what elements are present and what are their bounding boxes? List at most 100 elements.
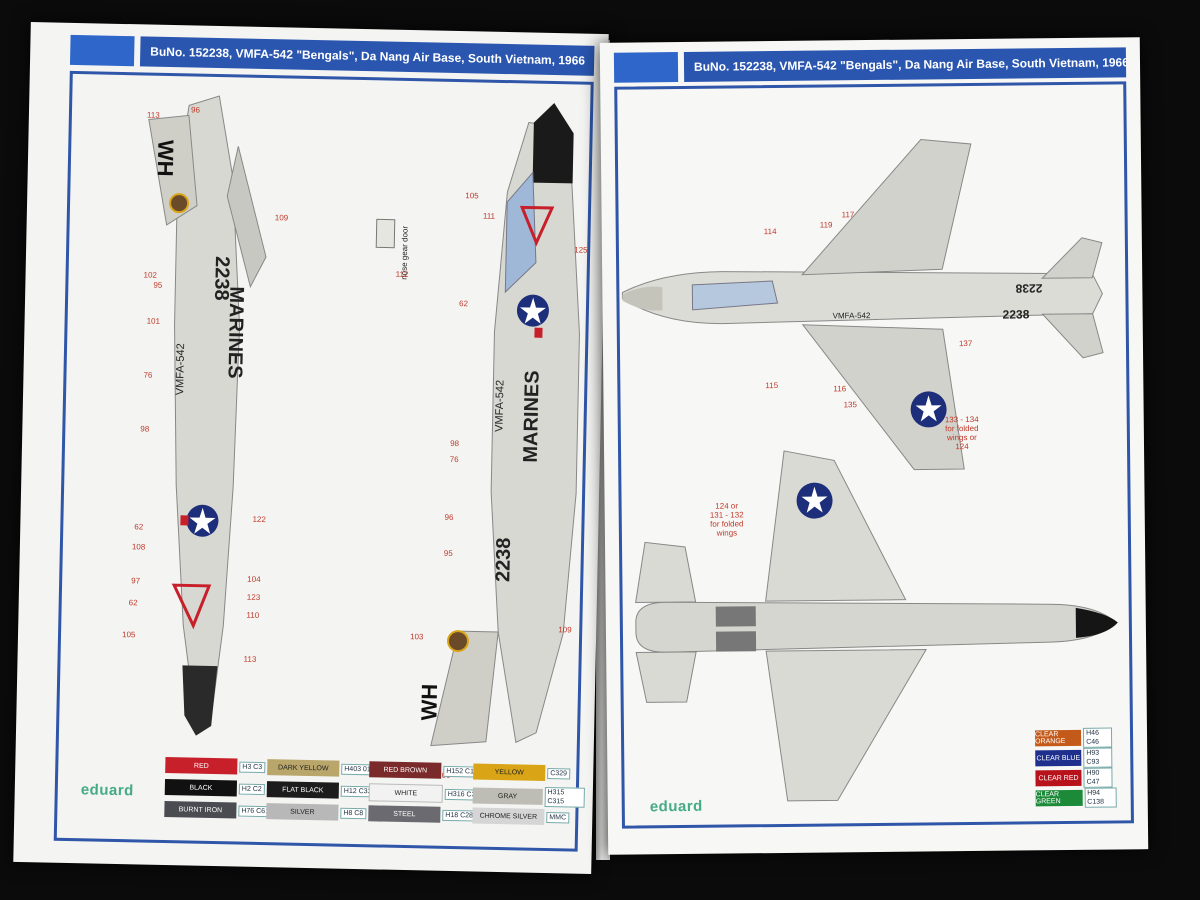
- callout: 96: [190, 105, 201, 115]
- callout: 62: [134, 522, 144, 532]
- planform-bottom-view: [635, 450, 1118, 802]
- paint-swatch-row: GRAY H315 C315: [472, 785, 585, 808]
- paint-swatch-row: BLACK H2 C2: [164, 779, 265, 797]
- callout: 98: [140, 424, 150, 434]
- swatch-clear-blue: CLEAR BLUE: [1035, 749, 1082, 767]
- paint-swatch-row: DARK YELLOW H403 011: [267, 759, 378, 777]
- eduard-logo-right: eduard: [649, 797, 703, 816]
- swatch-gray: GRAY: [472, 787, 543, 805]
- planform-top-view: 2238 2238 VMFA-542: [621, 138, 1104, 471]
- callout: 102: [143, 270, 158, 280]
- swatch-yellow: YELLOW: [473, 763, 546, 781]
- callout: 115: [765, 381, 779, 391]
- paint-swatch-row: WHITE H316 C316: [368, 783, 487, 803]
- callout: 123: [246, 592, 261, 602]
- swatch-chrome-silver: CHROME SILVER: [472, 807, 545, 825]
- folded-wings-note-1: 124 or 131 - 132 for folded wings: [709, 501, 744, 538]
- callout: 110: [246, 610, 260, 620]
- swatch-clear-red: CLEAR RED: [1035, 769, 1082, 787]
- svg-text:MARINES: MARINES: [223, 286, 247, 379]
- callout: 103: [409, 632, 424, 642]
- swatch-white: WHITE: [368, 783, 443, 803]
- swatch-code: MMC: [546, 811, 570, 823]
- swatch-burnt-iron: BURNT IRON: [164, 801, 237, 819]
- callout: 105: [121, 630, 136, 640]
- svg-text:2238: 2238: [492, 537, 515, 582]
- swatch-dark-yellow: DARK YELLOW: [267, 759, 340, 777]
- folded-wings-note-2: 133 - 134 for folded wings or 124: [944, 414, 979, 452]
- svg-text:WH: WH: [153, 140, 179, 177]
- callout: 116: [833, 384, 847, 394]
- paint-swatch-row: STEEL H18 C28: [368, 805, 477, 823]
- right-planforms: 2238 2238 VMFA-542: [621, 138, 1118, 802]
- callout: 97: [131, 576, 141, 586]
- svg-text:VMFA-542: VMFA-542: [174, 343, 187, 395]
- paint-swatch-row: RED H3 C3: [165, 757, 266, 775]
- callout: 108: [131, 542, 146, 552]
- paint-swatch-row: FLAT BLACK H12 C33: [266, 781, 375, 799]
- swatch-code: H94 C138: [1084, 787, 1117, 808]
- paint-swatch-row: BURNT IRON H76 C61: [164, 801, 273, 819]
- callout: 95: [443, 548, 453, 558]
- paint-swatch-row: YELLOW C329: [473, 763, 571, 781]
- callout: 98: [450, 438, 460, 449]
- callout: 109: [274, 213, 289, 223]
- svg-text:2238: 2238: [1003, 307, 1030, 321]
- swatch-black: BLACK: [164, 779, 238, 797]
- left-page: BuNo. 152238, VMFA-542 "Bengals", Da Nan…: [13, 22, 609, 874]
- profile-left-side: 2238 2238 MARINES VMFA-542 WH: [148, 95, 267, 736]
- paint-swatch-row: CHROME SILVER MMC: [472, 807, 570, 825]
- paint-swatch-row: CLEAR GREEN H94 C138: [1035, 787, 1117, 808]
- callout: 104: [247, 574, 261, 584]
- callout: 105: [465, 191, 479, 201]
- svg-text:WH: WH: [416, 684, 442, 721]
- swatch-clear-green: CLEAR GREEN: [1035, 789, 1083, 807]
- eduard-logo-left: eduard: [80, 781, 134, 800]
- nose-gear-door-detail: [375, 218, 396, 249]
- swatch-steel: STEEL: [368, 805, 441, 823]
- svg-text:VMFA-542: VMFA-542: [493, 380, 506, 432]
- callout: 111: [482, 211, 496, 221]
- callout: 122: [252, 514, 266, 525]
- swatch-red: RED: [165, 757, 238, 775]
- callout: 76: [143, 370, 153, 380]
- swatch-code: H315 C315: [544, 786, 585, 808]
- svg-text:VMFA-542: VMFA-542: [833, 311, 871, 320]
- callout: 113: [146, 110, 160, 120]
- callout: 62: [128, 598, 138, 608]
- swatch-code: H8 C8: [340, 807, 367, 819]
- callout: 95: [153, 280, 163, 290]
- swatch-code: H18 C28: [442, 809, 477, 822]
- paint-swatch-row: SILVER H8 C8: [266, 803, 367, 821]
- svg-text:MARINES: MARINES: [520, 370, 544, 463]
- callout: 76: [449, 454, 459, 465]
- swatch-flat-black: FLAT BLACK: [266, 781, 339, 799]
- swatch-clear-orange: CLEAR ORANGE: [1034, 729, 1082, 747]
- left-profiles: 2238 2238 MARINES VMFA-542 WH MARINES 22…: [148, 95, 580, 747]
- swatch-code: H93 C93: [1083, 747, 1113, 768]
- right-page: BuNo. 152238, VMFA-542 "Bengals", Da Nan…: [599, 37, 1149, 855]
- swatch-code: C329: [547, 767, 571, 779]
- paint-swatch-row: CLEAR BLUE H93 C93: [1035, 747, 1113, 769]
- callout: 125: [574, 245, 588, 255]
- callout: 135: [843, 400, 857, 410]
- callout: 62: [458, 299, 469, 309]
- callout: 117: [841, 210, 855, 220]
- callout: 137: [958, 338, 973, 349]
- callout: 112: [395, 269, 409, 280]
- callout: 101: [146, 316, 161, 326]
- swatch-code: H90 C47: [1083, 767, 1113, 788]
- callout: 114: [763, 227, 777, 237]
- callout: 96: [444, 512, 454, 522]
- callout: 119: [819, 220, 833, 230]
- paint-swatch-row: CLEAR RED H90 C47: [1035, 767, 1113, 789]
- callout: 109: [558, 625, 572, 635]
- swatch-code: H2 C2: [238, 783, 265, 795]
- swatch-code: H46 C46: [1083, 727, 1113, 748]
- serial-left: 2238: [210, 256, 233, 301]
- swatch-code: H3 C3: [239, 761, 266, 773]
- paint-swatch-row: CLEAR ORANGE H46 C46: [1034, 727, 1113, 749]
- svg-text:2238: 2238: [1015, 281, 1042, 295]
- profile-right-side: MARINES 2238 VMFA-542 WH: [416, 103, 580, 747]
- paint-swatch-row: RED BROWN H152 C131: [369, 761, 485, 779]
